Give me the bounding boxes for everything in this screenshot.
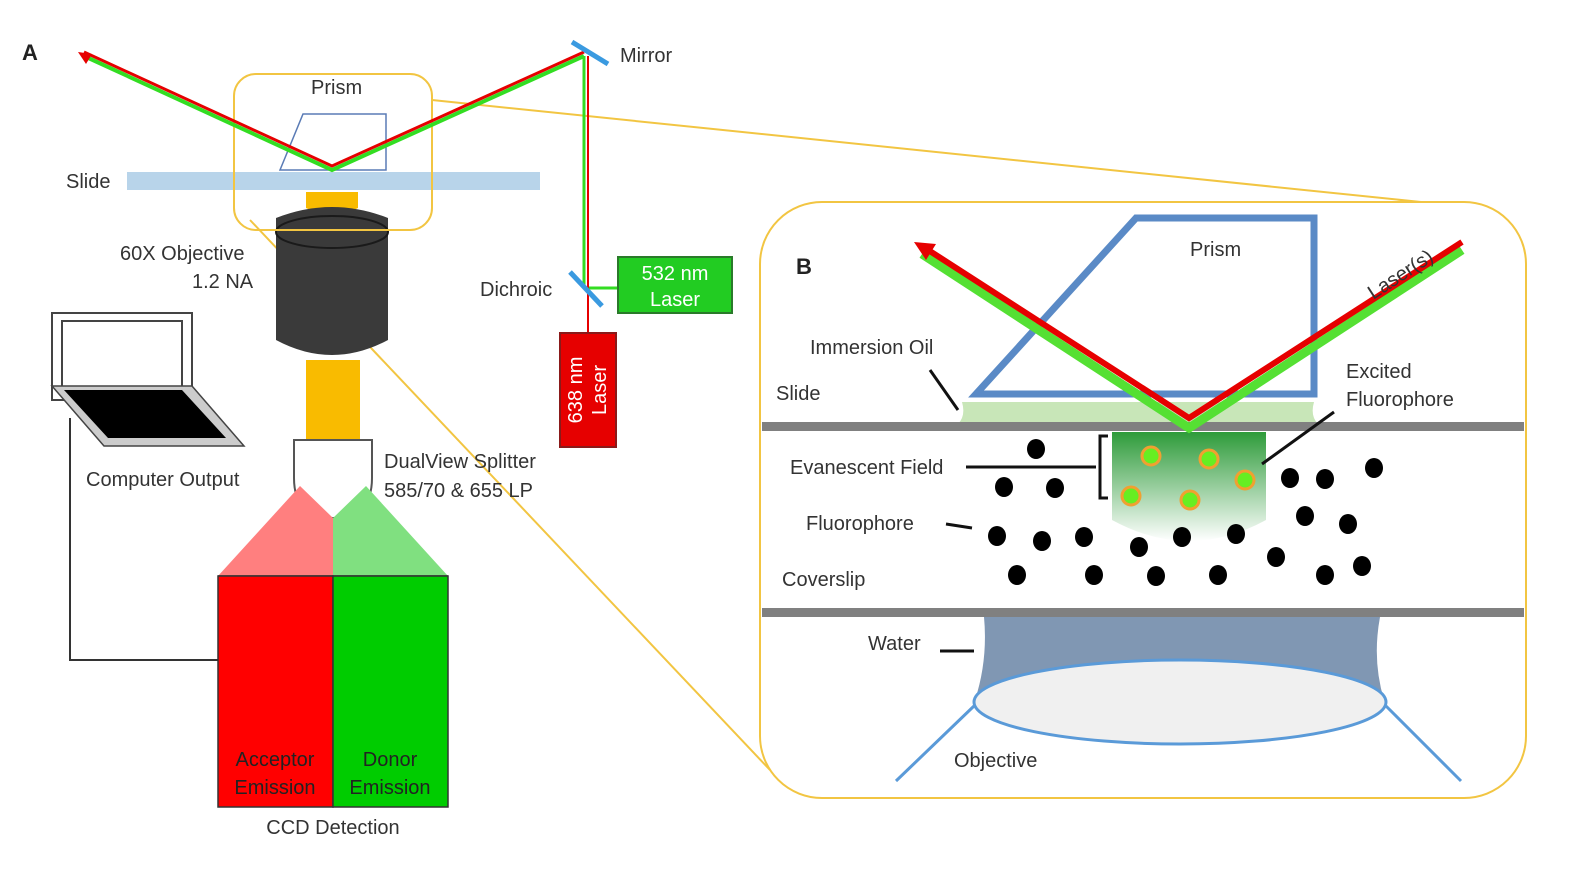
mirror-label: Mirror [620, 45, 673, 67]
fluorophore [1339, 514, 1357, 534]
coverslip [762, 608, 1524, 617]
fluorophore [1046, 478, 1064, 498]
laser-638 [559, 332, 617, 448]
red-beam-a [83, 50, 585, 168]
computer-cable [69, 418, 218, 661]
acceptor-channel [217, 575, 334, 808]
ccd-label: CCD Detection [266, 817, 399, 839]
red-beam-b [920, 239, 1464, 422]
beam-arrowhead-b [914, 242, 936, 260]
mirror [570, 39, 610, 67]
excited-pointer [1261, 410, 1335, 466]
excited-fluorophore [1120, 485, 1142, 507]
objective-a-label-1: 60X Objective [120, 243, 245, 265]
excited-fluorophore [1140, 445, 1162, 467]
panel-a-label: A [22, 40, 38, 65]
acceptor-cone [218, 486, 333, 576]
fluorophore [1316, 565, 1334, 585]
objective-a [276, 207, 388, 355]
donor-cone [333, 486, 448, 576]
immersion-oil-pointer [928, 369, 960, 411]
excited-label-1: Excited [1346, 361, 1412, 383]
laptop-icon [50, 312, 246, 447]
objective-lens [972, 658, 1388, 746]
fluorophore [1209, 565, 1227, 585]
prism-a [278, 113, 387, 171]
fluorophore [1033, 531, 1051, 551]
fluorophore [1316, 469, 1334, 489]
panel-b-label: B [796, 254, 812, 279]
donor-label-2: Emission [349, 777, 430, 799]
fluorophore-pointer [945, 522, 973, 530]
acceptor-label-2: Emission [234, 777, 315, 799]
excited-fluorophore [1198, 448, 1220, 470]
fluorophore [1365, 458, 1383, 478]
slide-b-label: Slide [776, 383, 820, 405]
coverslip-label: Coverslip [782, 569, 865, 591]
fluorophore [1147, 566, 1165, 586]
fluorophores [988, 439, 1383, 586]
fluorophore [1267, 547, 1285, 567]
donor-label-1: Donor [363, 749, 418, 771]
objective-edge-right [1384, 704, 1463, 783]
fluorophore [1075, 527, 1093, 547]
excited-label-2: Fluorophore [1346, 389, 1454, 411]
fluorophore-label: Fluorophore [806, 513, 914, 535]
green-beam-b [919, 246, 1465, 434]
objective-edge-left [894, 704, 976, 783]
immersion-oil-label: Immersion Oil [810, 337, 933, 359]
callout-line-top [431, 99, 1441, 205]
fluorophore [1353, 556, 1371, 576]
fluorophore [995, 477, 1013, 497]
fluorophore [1281, 468, 1299, 488]
excited-fluorophore [1234, 469, 1256, 491]
dichroic-label: Dichroic [480, 279, 552, 301]
slide-a [127, 172, 540, 190]
laser-532-label-2: Laser [650, 289, 700, 311]
callout-box [233, 73, 433, 231]
water-label: Water [868, 633, 921, 655]
laser-532 [617, 256, 733, 314]
prism-b [968, 214, 1318, 398]
objective-a-label-2: 1.2 NA [192, 271, 254, 293]
prism-b-label: Prism [1190, 239, 1241, 261]
immersion-oil [958, 402, 1318, 424]
fluorophore [1130, 537, 1148, 557]
laser-638-label-1: 638 nm [565, 357, 587, 424]
fluorophore [1227, 524, 1245, 544]
fluorophore [1027, 439, 1045, 459]
fluorophore [988, 526, 1006, 546]
objective-b-label: Objective [954, 750, 1037, 772]
evanescent-bracket [1098, 434, 1108, 500]
fluorophore [1008, 565, 1026, 585]
computer-label: Computer Output [86, 469, 240, 491]
slide-b [762, 422, 1524, 431]
laser-532-label-1: 532 nm [642, 263, 709, 285]
objective-rim [275, 215, 389, 249]
emission-light-path [306, 360, 360, 440]
splitter-label-2: 585/70 & 655 LP [384, 480, 533, 502]
prism-a-label: Prism [311, 77, 362, 99]
green-beam-a [83, 54, 585, 173]
splitter-label-1: DualView Splitter [384, 451, 536, 473]
acceptor-label-1: Acceptor [236, 749, 315, 771]
fluorophore [1296, 506, 1314, 526]
donor-channel [332, 575, 449, 808]
evanescent-label: Evanescent Field [790, 457, 943, 479]
excited-fluorophores [1120, 445, 1256, 511]
slide-a-label: Slide [66, 171, 110, 193]
fluorophore [1173, 527, 1191, 547]
dichroic [568, 270, 604, 308]
laser-638-label-2: Laser [589, 365, 611, 415]
fluorophore [1085, 565, 1103, 585]
excited-fluorophore [1179, 489, 1201, 511]
beam-arrowhead-a [78, 52, 92, 64]
